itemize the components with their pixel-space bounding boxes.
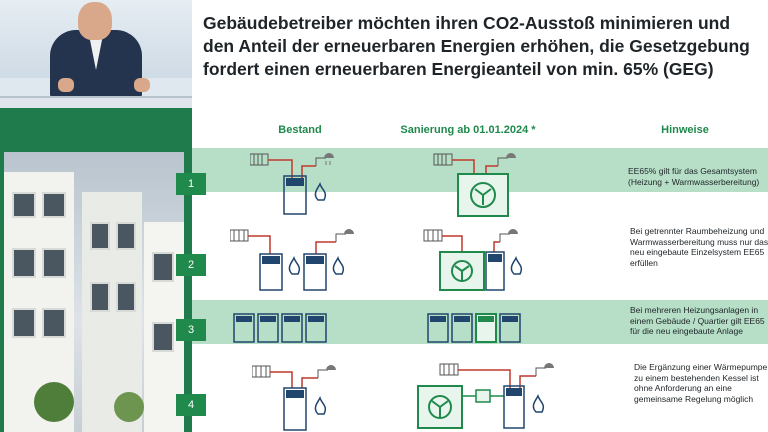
flame-icon [288, 256, 301, 275]
row-3-bestand-diagram [233, 313, 327, 343]
row-2-bestand-diagram [230, 229, 354, 291]
radiator-icon [252, 365, 271, 378]
boiler-icon [303, 253, 327, 291]
column-header-sanierung: Sanierung ab 01.01.2024 * [400, 124, 536, 136]
slide-title: Gebäudebetreiber möchten ihren CO2-Ausst… [203, 13, 750, 79]
shower-icon [315, 153, 334, 166]
heat-pump-icon [439, 251, 485, 291]
boiler-icon [283, 175, 307, 215]
hint-row-3: Bei mehreren Heizungsanlagen in einem Ge… [630, 305, 765, 336]
row-3-sanierung-diagram [427, 313, 521, 343]
shower-icon [499, 229, 518, 242]
column-header-bestand: Bestand [278, 124, 322, 136]
row-4-bestand-diagram [252, 365, 336, 431]
boiler-icon [283, 387, 307, 431]
shower-icon [317, 365, 336, 378]
flame-icon [532, 394, 545, 413]
heat-pump-icon [475, 313, 497, 343]
row-number-1: 1 [176, 173, 206, 195]
flame-icon [332, 256, 345, 275]
boiler-icon [451, 313, 473, 343]
boiler-icon [259, 253, 283, 291]
flame-icon [510, 256, 523, 275]
hint-row-1: EE65% gilt für das Gesamtsystem (Heizung… [628, 166, 760, 187]
speaker-head [78, 2, 112, 40]
row-2-sanierung-diagram [423, 229, 523, 291]
boiler-icon [233, 313, 255, 343]
row-4-sanierung-diagram [417, 363, 554, 429]
boiler-icon [257, 313, 279, 343]
flame-icon [314, 182, 327, 201]
radiator-icon [433, 153, 453, 166]
hint-row-2: Bei getrennter Raumbeheizung und Warmwas… [630, 226, 768, 268]
boiler-icon [305, 313, 327, 343]
flame-icon [314, 396, 327, 415]
radiator-icon [439, 363, 459, 376]
row-1-bestand-diagram [250, 153, 334, 215]
radiator-icon [230, 229, 249, 242]
boiler-icon [503, 385, 525, 429]
boiler-icon [427, 313, 449, 343]
column-header-hinweise: Hinweise [661, 124, 709, 136]
row-1-sanierung-diagram [433, 153, 516, 217]
radiator-icon [423, 229, 443, 242]
storage-tank-icon [475, 389, 491, 403]
building-photo [4, 152, 184, 432]
hint-row-4: Die Ergänzung einer Wärmepumpe zu einem … [634, 362, 768, 404]
boiler-icon [485, 251, 505, 291]
heat-pump-icon [457, 173, 509, 217]
boiler-icon [281, 313, 303, 343]
shower-icon [535, 363, 554, 376]
radiator-icon [250, 153, 269, 166]
row-number-3: 3 [176, 319, 206, 341]
speaker-video [0, 0, 192, 108]
shower-icon [335, 229, 354, 242]
heat-pump-icon [417, 385, 463, 429]
boiler-icon [499, 313, 521, 343]
row-number-2: 2 [176, 254, 206, 276]
shower-icon [497, 153, 516, 166]
row-number-4: 4 [176, 394, 206, 416]
